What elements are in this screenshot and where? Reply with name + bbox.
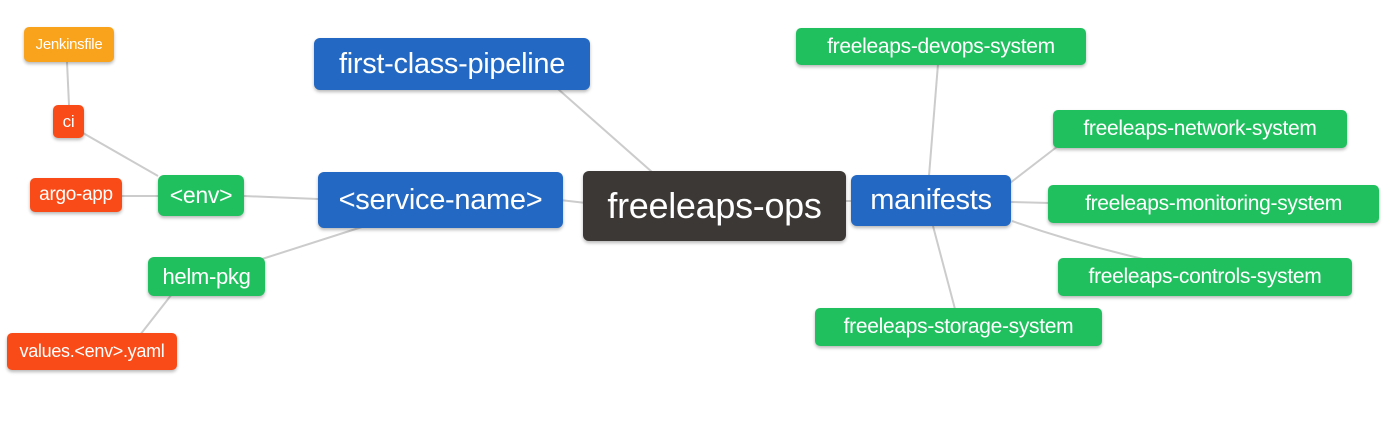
- edge-manifests-storage: [932, 225, 956, 310]
- node-freeleaps-storage-system-label: freeleaps-storage-system: [843, 315, 1074, 338]
- node-freeleaps-devops-system[interactable]: freeleaps-devops-system: [796, 28, 1086, 65]
- node-freeleaps-monitoring-system-label: freeleaps-monitoring-system: [1085, 192, 1342, 215]
- node-freeleaps-controls-system-label: freeleaps-controls-system: [1088, 265, 1322, 288]
- edge-helm-pkg-values: [139, 293, 173, 336]
- node-service-name[interactable]: <service-name>: [318, 172, 563, 228]
- edge-manifests-controls: [1011, 220, 1144, 260]
- node-values-env-yaml[interactable]: values.<env>.yaml: [7, 333, 177, 370]
- node-freeleaps-monitoring-system[interactable]: freeleaps-monitoring-system: [1048, 185, 1379, 223]
- edge-manifests-network: [1009, 145, 1059, 184]
- node-ci[interactable]: ci: [53, 105, 84, 138]
- node-jenkinsfile-label: Jenkinsfile: [35, 36, 103, 53]
- edge-env-service-name: [243, 195, 319, 200]
- node-helm-pkg[interactable]: helm-pkg: [148, 257, 265, 296]
- node-freeleaps-devops-system-label: freeleaps-devops-system: [827, 34, 1055, 58]
- edge-manifests-devops: [928, 63, 939, 177]
- edge-service-name-root: [559, 199, 587, 204]
- edge-service-name-helm-pkg: [261, 226, 363, 260]
- node-values-env-yaml-label: values.<env>.yaml: [19, 341, 165, 361]
- node-freeleaps-network-system-label: freeleaps-network-system: [1083, 117, 1317, 140]
- node-ci-label: ci: [62, 111, 75, 131]
- node-first-class-pipeline[interactable]: first-class-pipeline: [314, 38, 590, 90]
- node-freeleaps-storage-system[interactable]: freeleaps-storage-system: [815, 308, 1102, 346]
- edge-pipeline-root: [557, 88, 653, 173]
- node-freeleaps-ops-label: freeleaps-ops: [607, 185, 822, 226]
- node-jenkinsfile[interactable]: Jenkinsfile: [24, 27, 114, 62]
- node-manifests-label: manifests: [870, 184, 992, 216]
- node-argo-app-label: argo-app: [39, 184, 113, 205]
- node-env[interactable]: <env>: [158, 175, 244, 216]
- node-freeleaps-controls-system[interactable]: freeleaps-controls-system: [1058, 258, 1352, 296]
- node-freeleaps-ops[interactable]: freeleaps-ops: [583, 171, 846, 241]
- node-freeleaps-network-system[interactable]: freeleaps-network-system: [1053, 110, 1347, 148]
- node-first-class-pipeline-label: first-class-pipeline: [338, 47, 566, 80]
- node-helm-pkg-label: helm-pkg: [162, 263, 251, 289]
- node-env-label: <env>: [169, 182, 233, 208]
- node-service-name-label: <service-name>: [338, 183, 543, 216]
- edge-jenkinsfile-ci: [66, 61, 70, 106]
- edge-ci-env: [82, 132, 159, 177]
- edge-manifests-monitoring: [1009, 201, 1051, 204]
- node-argo-app[interactable]: argo-app: [30, 178, 122, 212]
- node-manifests[interactable]: manifests: [851, 175, 1011, 226]
